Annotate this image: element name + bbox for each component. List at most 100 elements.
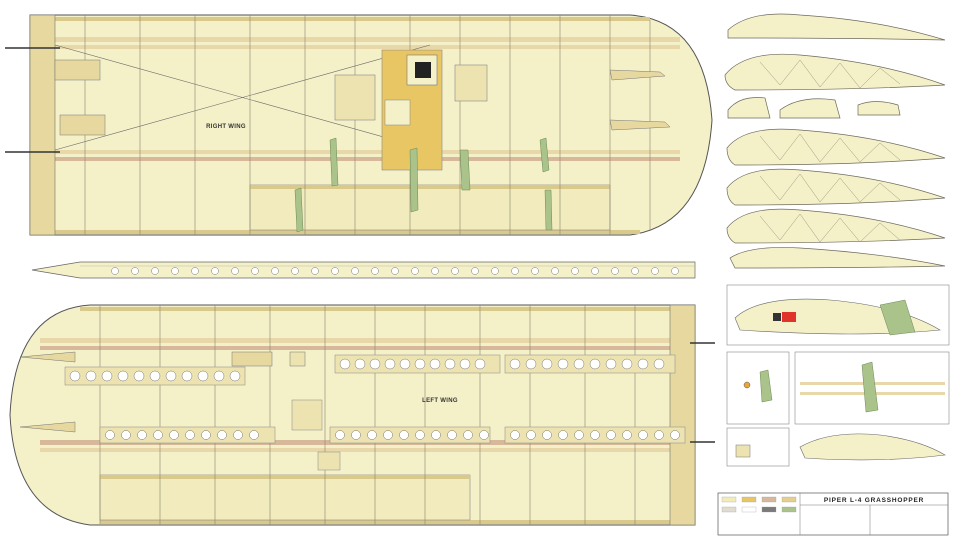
sheeting-hole xyxy=(201,430,211,440)
aileron-green-horn xyxy=(879,299,916,336)
sheeting-hole xyxy=(85,370,97,382)
sheeting-hole xyxy=(185,430,195,440)
right-access-plate xyxy=(334,74,376,121)
rib-profile-6 xyxy=(726,128,946,166)
sheeting-hole xyxy=(101,370,113,382)
sheeting-hole xyxy=(69,370,81,382)
right-hatch xyxy=(454,64,488,102)
rib-profile-9 xyxy=(729,247,946,269)
spar-hole xyxy=(571,267,579,275)
right-wing-panel: RIGHT WING xyxy=(5,14,713,236)
right-tip-fitting xyxy=(609,69,666,81)
left-tip-fitting xyxy=(19,421,76,433)
detail-box-a xyxy=(726,351,790,425)
sheeting-hole xyxy=(479,430,489,440)
left-strut-plate xyxy=(231,351,273,367)
sheeting-hole xyxy=(414,358,426,370)
sheeting-hole xyxy=(574,430,584,440)
aileron-servo-detail xyxy=(773,313,781,321)
sheeting-hole xyxy=(105,430,115,440)
sheeting-hole xyxy=(133,370,145,382)
right-wing-outline xyxy=(29,14,713,236)
spar-hole xyxy=(591,267,599,275)
rib-profile-8 xyxy=(726,208,946,244)
right-root-fitting xyxy=(59,114,106,136)
sheeting-hole xyxy=(654,430,664,440)
detail-tip-profile xyxy=(799,433,946,461)
spar-hole xyxy=(491,267,499,275)
sheeting-hole xyxy=(525,358,537,370)
sheeting-hole xyxy=(670,430,680,440)
sheeting-hole xyxy=(383,430,393,440)
spar-hole xyxy=(251,267,259,275)
spar-hole xyxy=(431,267,439,275)
spar-hole xyxy=(231,267,239,275)
right-aileron-bay xyxy=(249,184,611,231)
right-wing-tank-frame xyxy=(384,99,411,126)
detail-b-green-part xyxy=(861,361,879,413)
sheeting-hole xyxy=(474,358,486,370)
detail-c-plate xyxy=(735,444,751,458)
detail-a-bracket xyxy=(759,369,773,403)
spar-hole xyxy=(671,267,679,275)
detail-views xyxy=(726,284,950,467)
sheeting-hole xyxy=(367,430,377,440)
spar-hole xyxy=(171,267,179,275)
left-wing-top-spar-2 xyxy=(40,346,695,350)
left-wing-label: LEFT WING xyxy=(422,398,458,404)
spar-hole xyxy=(271,267,279,275)
sheeting-hole xyxy=(384,358,396,370)
left-wing-lightening-holes xyxy=(69,358,680,440)
sheeting-hole xyxy=(153,430,163,440)
sheeting-hole xyxy=(459,358,471,370)
right-tip-fitting xyxy=(609,119,671,131)
rib-profile-4 xyxy=(779,98,841,119)
detail-a-washer xyxy=(743,381,751,389)
sheeting-hole xyxy=(213,370,225,382)
left-servo-mount xyxy=(317,451,341,471)
left-wing-ribs xyxy=(99,305,636,525)
sheeting-hole xyxy=(542,430,552,440)
sheeting-hole xyxy=(558,430,568,440)
sheeting-hole xyxy=(217,430,227,440)
sheeting-hole xyxy=(589,358,601,370)
sheeting-hole xyxy=(557,358,569,370)
left-wing-leading-edge xyxy=(80,307,695,311)
sheeting-hole xyxy=(339,358,351,370)
left-aileron-strip xyxy=(100,475,470,479)
right-wing-ribs xyxy=(84,15,651,235)
title-block: PIPER L-4 GRASSHOPPER xyxy=(717,492,949,536)
spar-hole xyxy=(411,267,419,275)
left-aileron-bay xyxy=(99,474,471,521)
rib-profiles xyxy=(724,13,946,269)
spar-hole xyxy=(371,267,379,275)
legend-swatches xyxy=(721,496,797,513)
main-spar-strip xyxy=(31,261,696,279)
sheeting-hole xyxy=(165,370,177,382)
spar-hole xyxy=(391,267,399,275)
rib-profile-7 xyxy=(726,168,946,206)
spar-hole xyxy=(151,267,159,275)
sheeting-hole xyxy=(621,358,633,370)
sheeting-hole xyxy=(121,430,131,440)
sheeting-hole xyxy=(233,430,243,440)
right-servo xyxy=(415,62,431,78)
sheeting-hole xyxy=(653,358,665,370)
sheeting-hole xyxy=(447,430,457,440)
left-tip-fitting xyxy=(19,351,76,363)
left-hatch xyxy=(291,399,323,431)
spar-hole xyxy=(331,267,339,275)
spar-hole xyxy=(311,267,319,275)
sheeting-hole xyxy=(637,358,649,370)
drawing-title: PIPER L-4 GRASSHOPPER xyxy=(824,497,924,504)
right-aileron-strip xyxy=(250,185,610,189)
sheeting-hole xyxy=(509,358,521,370)
sheeting-hole xyxy=(181,370,193,382)
sheeting-hole xyxy=(510,430,520,440)
sheeting-hole xyxy=(169,430,179,440)
sheeting-hole xyxy=(606,430,616,440)
right-wing-trailing-edge xyxy=(30,230,640,234)
spar-hole xyxy=(651,267,659,275)
sheeting-hole xyxy=(415,430,425,440)
